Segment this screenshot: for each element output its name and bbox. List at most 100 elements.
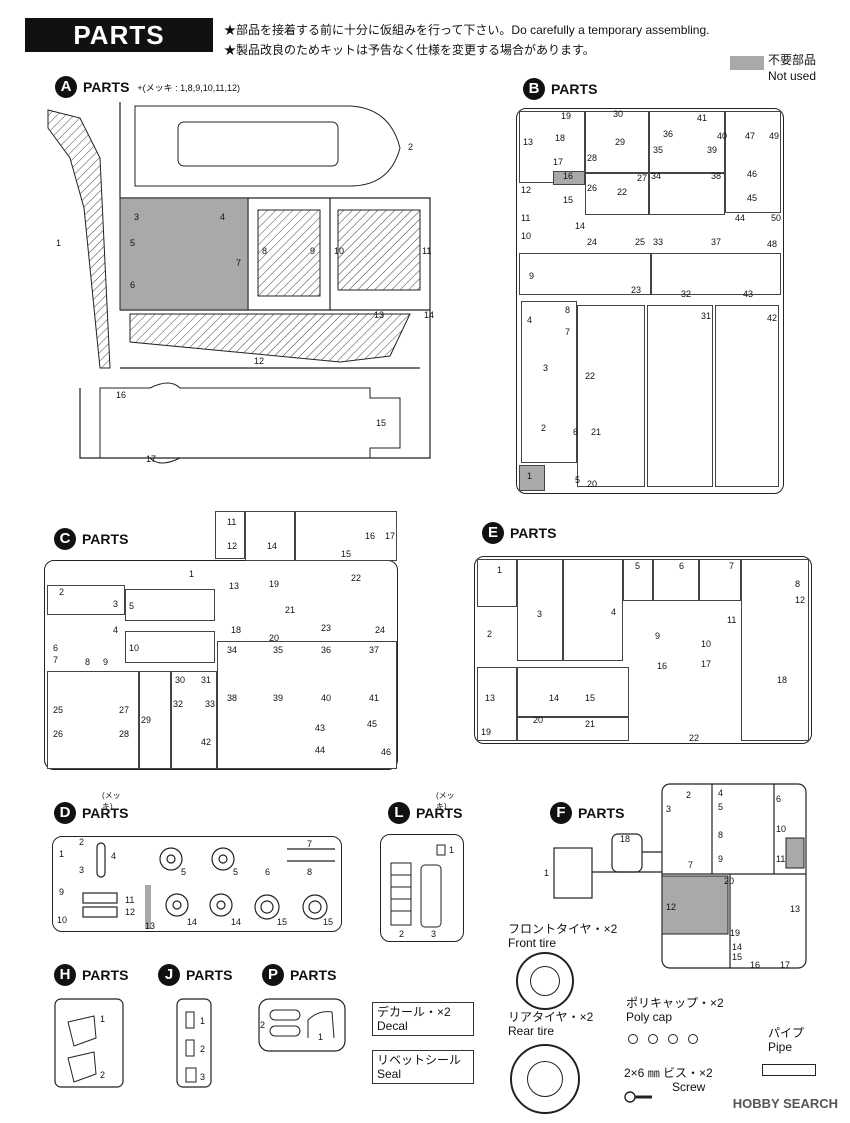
part-num-d-14a: 14	[187, 917, 198, 927]
part-num-e-9: 9	[655, 631, 661, 641]
part-num-a-4: 4	[220, 212, 226, 222]
part-num-c-45: 45	[367, 719, 378, 729]
part-num-c-27: 27	[119, 705, 130, 715]
part-num-f-20: 20	[724, 876, 735, 886]
part-num-e-16: 16	[657, 661, 668, 671]
part-num-a-1: 1	[56, 238, 62, 248]
plating-sup-l: (メッキ)	[436, 791, 455, 811]
part-num-j-3: 3	[200, 1072, 206, 1082]
e-cell	[517, 559, 563, 661]
group-label-d: PARTS	[82, 805, 129, 821]
part-num-e-17: 17	[701, 659, 712, 669]
part-num-d-8: 8	[307, 867, 313, 877]
part-num-c-16: 16	[365, 531, 376, 541]
pipe-jp: パイプ	[768, 1026, 805, 1040]
part-num-b-32: 32	[681, 289, 692, 299]
group-badge-p: P	[262, 964, 284, 986]
part-num-e-1: 1	[497, 565, 503, 575]
c-cell	[295, 511, 397, 561]
c-cell	[217, 641, 397, 769]
group-badge-j: J	[158, 964, 180, 986]
b-cell	[651, 253, 781, 295]
part-num-f-6: 6	[776, 794, 782, 804]
part-num-b-25: 25	[635, 237, 646, 247]
part-num-c-40: 40	[321, 693, 332, 703]
sprue-f: 1 2 3 4 5 6 7 8 9 10 11 12 13 14 15 16 1…	[540, 782, 810, 972]
part-num-a-11: 11	[422, 246, 432, 256]
rear-tire-jp: リアタイヤ・×2	[508, 1010, 594, 1024]
b-cell	[521, 301, 577, 463]
part-num-b-40: 40	[717, 131, 728, 141]
parts-header-d: D PARTS (メッキ)	[54, 791, 129, 824]
e-cell	[623, 559, 653, 601]
group-label-p: PARTS	[290, 967, 337, 983]
part-num-f-16: 16	[750, 960, 761, 970]
parts-header-b: B PARTS	[523, 78, 597, 100]
part-num-a-7: 7	[236, 258, 242, 268]
parts-header-l: L PARTS (メッキ)	[388, 791, 463, 824]
b-cell	[715, 305, 779, 487]
part-num-f-14: 14	[732, 942, 743, 952]
parts-header-h: H PARTS	[54, 964, 128, 986]
part-num-d-15b: 15	[323, 917, 334, 927]
part-num-p-2: 2	[260, 1020, 266, 1030]
sprue-d: 2 1 3 4 5 5 6 7 8 9 10 11 12 13 14 14 15…	[52, 836, 342, 932]
group-label-l: PARTS	[416, 805, 463, 821]
j-frame	[176, 998, 212, 1088]
rear-tire-label: リアタイヤ・×2 Rear tire	[508, 1010, 593, 1038]
part-num-c-26: 26	[53, 729, 64, 739]
part-num-d-13: 13	[145, 921, 156, 931]
c-cell	[171, 671, 217, 769]
part-num-e-10: 10	[701, 639, 712, 649]
part-num-f-8: 8	[718, 830, 724, 840]
part-num-b-2: 2	[541, 423, 547, 433]
part-num-b-44: 44	[735, 213, 746, 223]
part-num-b-10: 10	[521, 231, 532, 241]
part-num-c-38: 38	[227, 693, 238, 703]
part-num-b-22: 22	[585, 371, 596, 381]
part-num-f-17: 17	[780, 960, 791, 970]
part-num-a-12: 12	[254, 356, 265, 366]
part-num-b-13: 13	[523, 137, 534, 147]
b-cell	[577, 305, 645, 487]
not-used-legend: 不要部品 Not used	[768, 52, 816, 84]
screw-en: Screw	[672, 1080, 706, 1094]
part-num-b-48: 48	[767, 239, 778, 249]
e-cell	[477, 667, 517, 741]
part-num-e-7: 7	[729, 561, 735, 571]
b-cell	[585, 173, 649, 215]
part-num-b-39: 39	[707, 145, 718, 155]
plating-sup-d: (メッキ)	[102, 791, 121, 811]
part-num-c-37: 37	[369, 645, 380, 655]
sprue-a-frame	[47, 102, 431, 464]
part-num-b-46: 46	[747, 169, 758, 179]
part-num-f-15: 15	[732, 952, 743, 962]
polycap-jp: ポリキャップ・×2	[626, 996, 724, 1010]
part-num-f-7: 7	[688, 860, 694, 870]
part-num-e-6: 6	[679, 561, 685, 571]
part-num-f-10: 10	[776, 824, 787, 834]
part-num-f-4: 4	[718, 788, 724, 798]
part-num-b-23: 23	[631, 285, 642, 295]
part-num-c-7: 7	[53, 655, 59, 665]
part-num-c-23: 23	[321, 623, 332, 633]
part-num-d-1: 1	[59, 849, 65, 859]
part-num-b-41: 41	[697, 113, 708, 123]
part-num-d-7: 7	[307, 839, 313, 849]
note-line-1: ★部品を接着する前に十分に仮組みを行って下さい。Do carefully a t…	[224, 23, 710, 37]
part-num-c-25: 25	[53, 705, 64, 715]
part-num-b-42: 42	[767, 313, 778, 323]
group-label-h: PARTS	[82, 967, 129, 983]
part-num-f-13: 13	[790, 904, 801, 914]
c-cell	[47, 671, 139, 769]
group-label-b: PARTS	[551, 81, 598, 97]
part-num-p-1: 1	[318, 1032, 324, 1042]
pipe-label: パイプ Pipe	[768, 1026, 804, 1054]
part-num-f-12: 12	[666, 902, 677, 912]
rear-tire-icon	[510, 1044, 580, 1114]
parts-header-j: J PARTS	[158, 964, 232, 986]
seal-en: Seal	[377, 1067, 402, 1081]
part-num-b-20: 20	[587, 479, 598, 489]
part-num-c-14: 14	[267, 541, 278, 551]
part-num-b-3: 3	[543, 363, 549, 373]
